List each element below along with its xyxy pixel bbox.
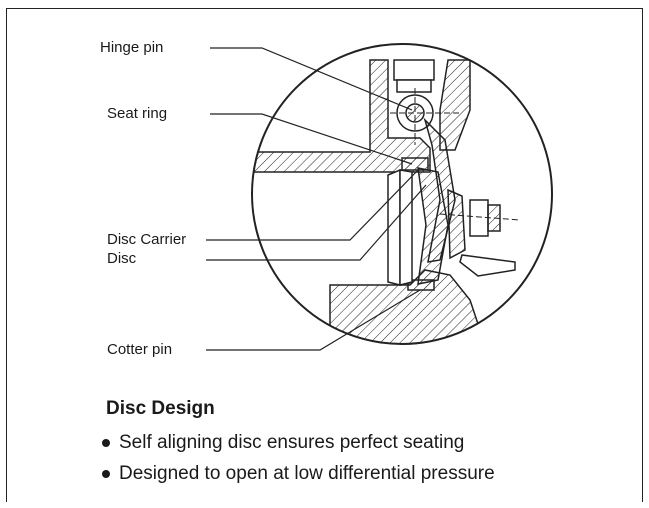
bullet-dot-icon: [102, 470, 110, 478]
page-frame: [6, 8, 643, 502]
disc-shape: [417, 167, 449, 285]
seat-ring-shape: [401, 157, 429, 171]
bullet-text: Designed to open at low differential pre…: [119, 463, 495, 484]
bullet-dot-icon: [102, 439, 110, 447]
label-cotter-pin: Cotter pin: [107, 341, 173, 358]
valve-disc-diagram: [206, 43, 553, 351]
label-hinge-pin: Hinge pin: [100, 39, 164, 56]
disc-carrier-shape: [447, 188, 466, 260]
section-title: Disc Design: [106, 398, 215, 419]
bullet-text: Self aligning disc ensures perfect seati…: [119, 432, 465, 453]
label-disc: Disc: [107, 250, 137, 267]
bullet-item: Self aligning disc ensures perfect seati…: [102, 432, 495, 454]
bullet-list: Self aligning disc ensures perfect seati…: [102, 432, 495, 494]
label-seat-ring: Seat ring: [107, 105, 168, 122]
bullet-item: Designed to open at low differential pre…: [102, 463, 495, 485]
label-disc-carrier: Disc Carrier: [107, 231, 187, 248]
leader-lines: [206, 47, 427, 351]
